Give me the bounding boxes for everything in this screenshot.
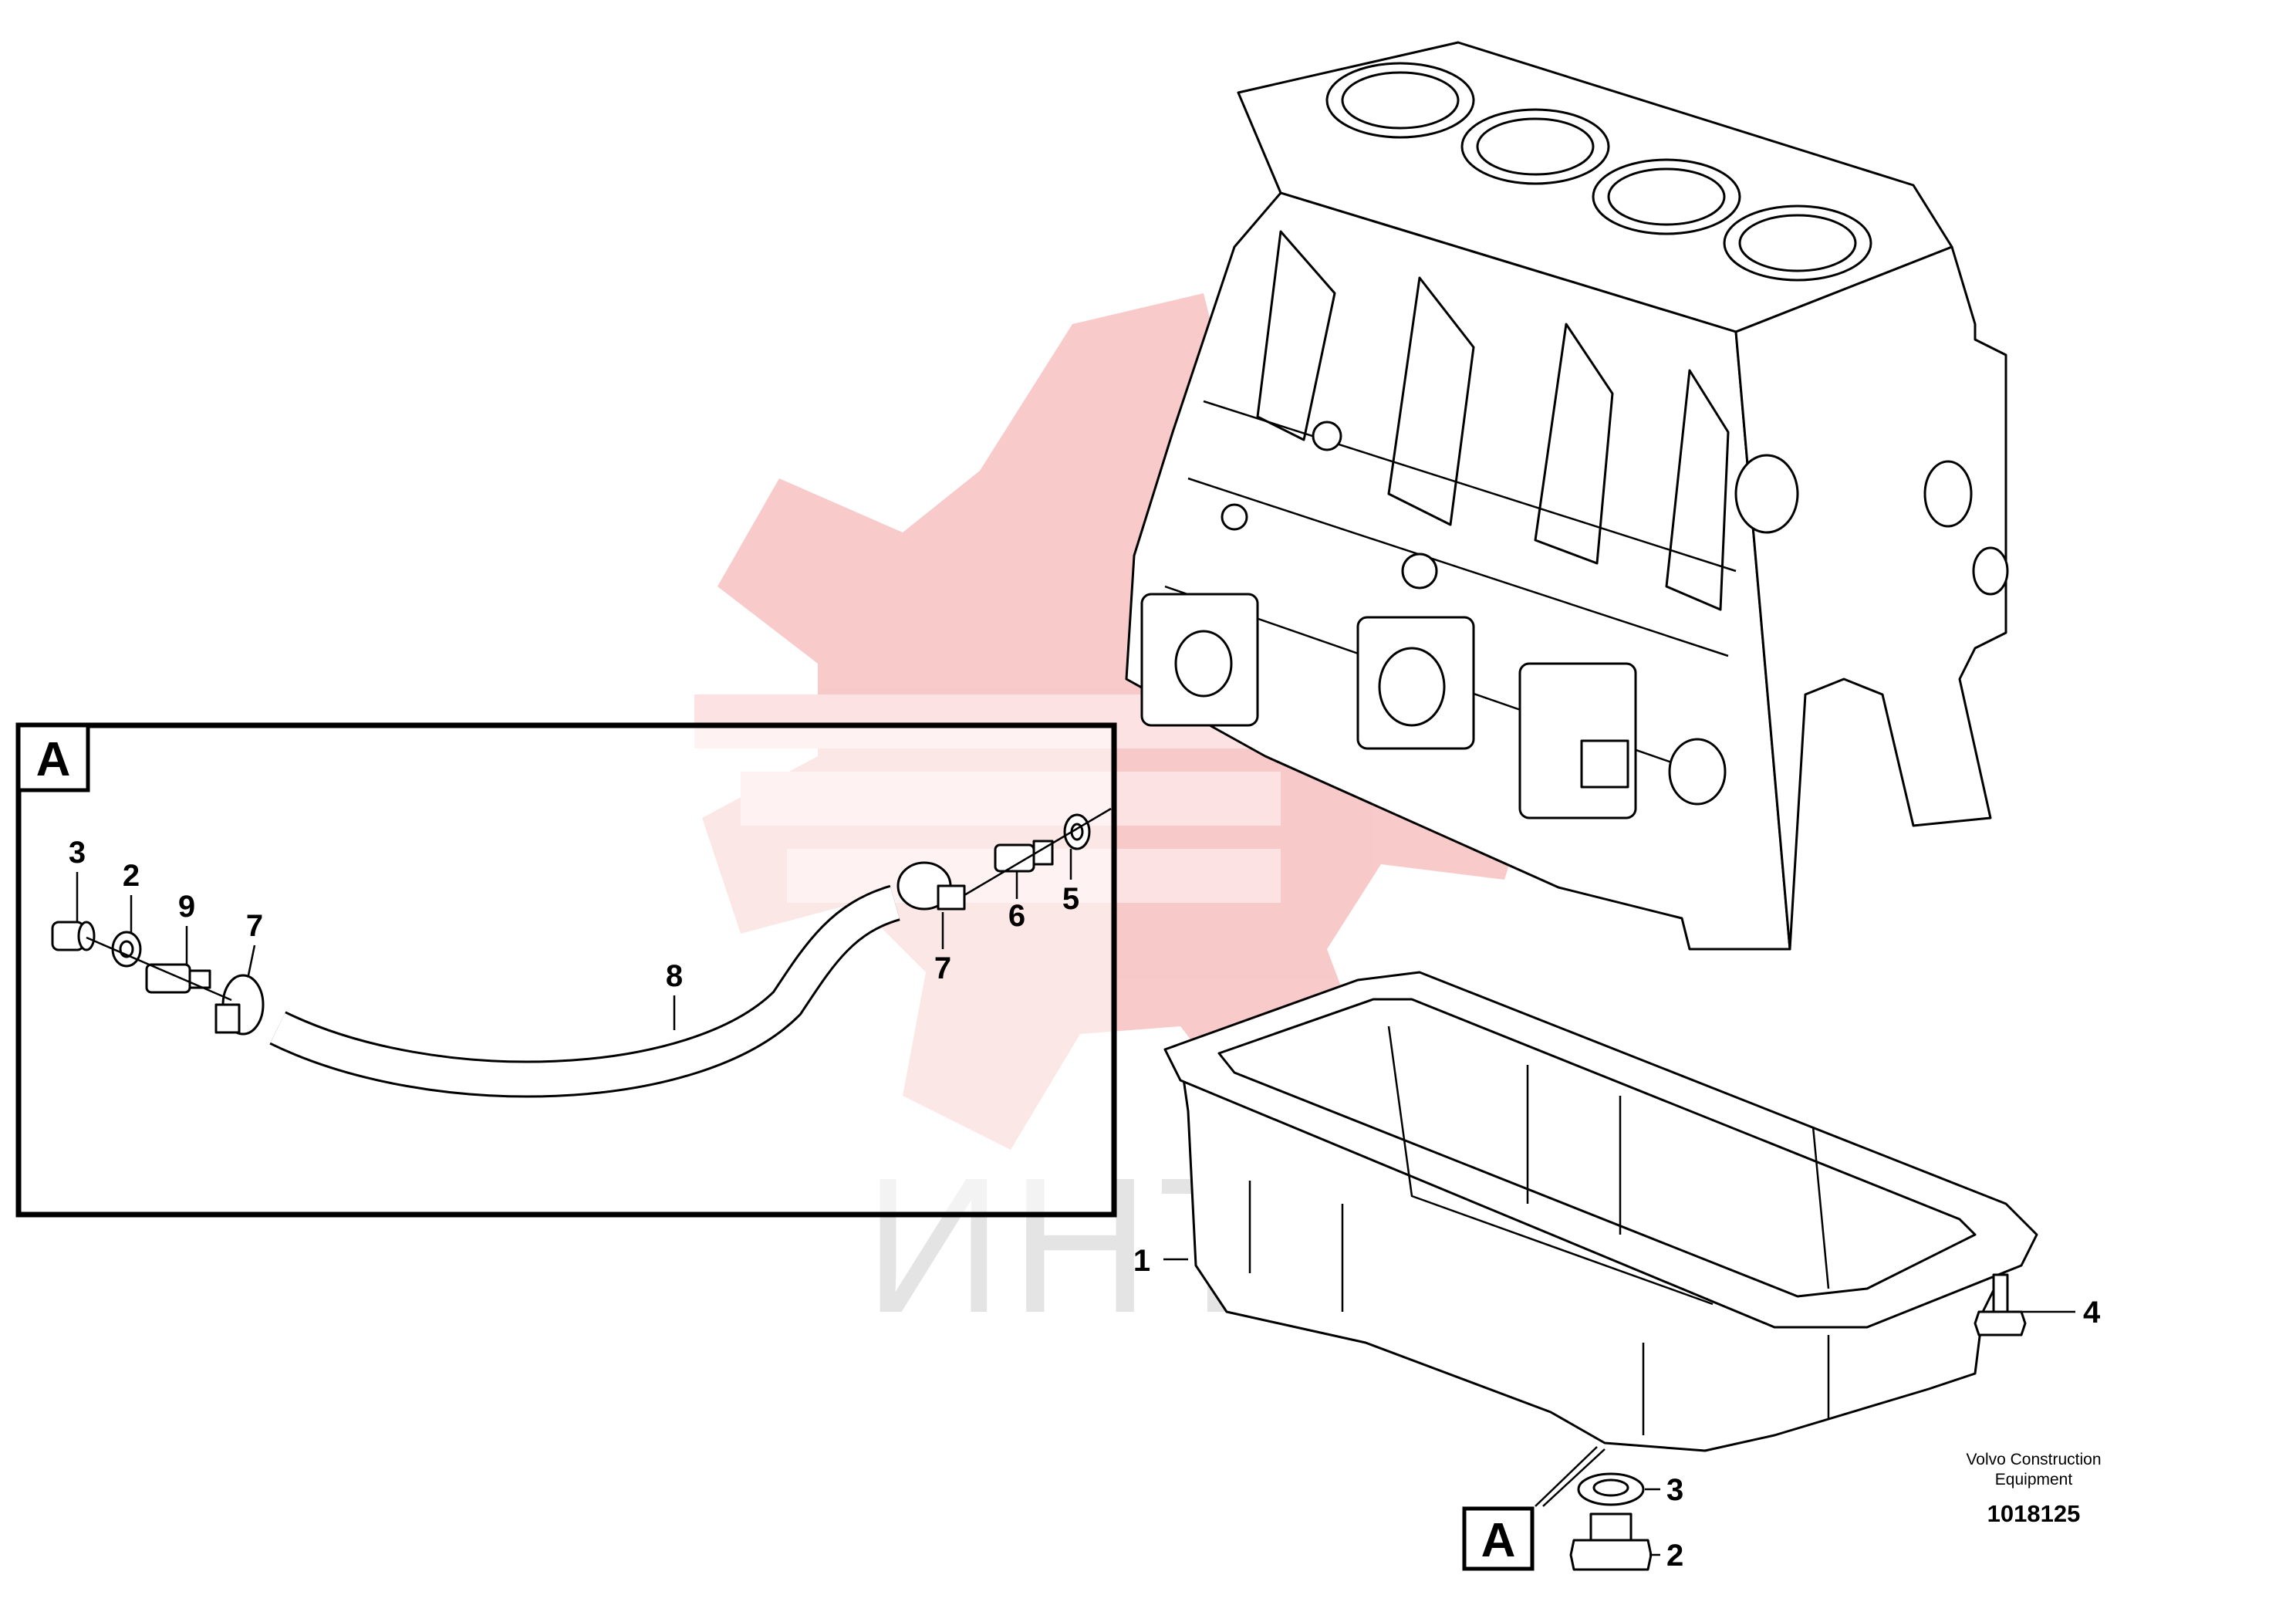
- detail-callout: 6: [1008, 899, 1025, 933]
- detail-callout: 2: [123, 859, 140, 893]
- detail-box-letter: A: [36, 733, 71, 786]
- reference-box-letter: A: [1481, 1514, 1516, 1567]
- detail-callout: 9: [178, 890, 195, 924]
- callout-bolt: 4: [2083, 1296, 2101, 1330]
- caption-line1: Volvo Construction: [1966, 1451, 2101, 1468]
- callout-drain-plug: 2: [1666, 1539, 1683, 1573]
- detail-box-letter-frame: [16, 723, 90, 792]
- caption-line2: Equipment: [1995, 1471, 2073, 1489]
- detail-callout: 7: [246, 909, 263, 943]
- bolt: [1974, 1273, 2027, 1336]
- callout-washer: 3: [1666, 1473, 1683, 1507]
- hose-clamp: [896, 861, 966, 911]
- detail-callout: 3: [69, 836, 86, 870]
- detail-callout: 5: [1062, 882, 1079, 916]
- detail-callout: 8: [666, 959, 683, 993]
- oil-pan: [1163, 971, 2038, 1452]
- callout-oil-pan: 1: [1133, 1244, 1150, 1278]
- washer: [1577, 1472, 1645, 1506]
- drain-plug: [1569, 1512, 1653, 1571]
- plug: [51, 921, 96, 951]
- drawing-code: 1018125: [1987, 1500, 2081, 1527]
- engine-block: [1125, 41, 2009, 951]
- detail-callout: 7: [934, 951, 951, 985]
- hose-clamp: [214, 974, 265, 1036]
- reference-box: [1462, 1506, 1535, 1571]
